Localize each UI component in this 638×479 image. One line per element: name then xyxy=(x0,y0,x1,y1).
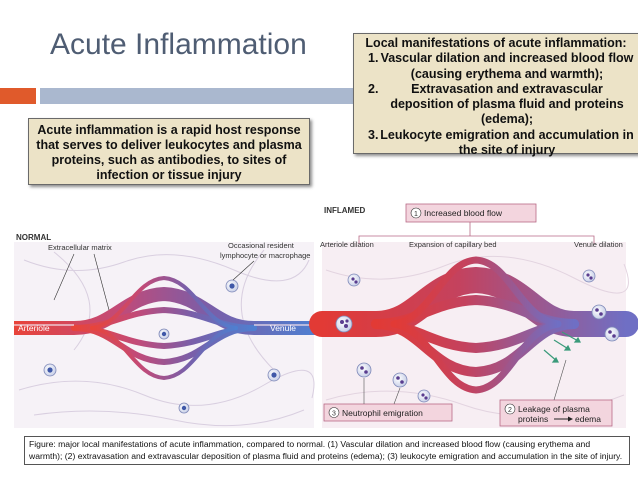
item-number: 3. xyxy=(368,127,379,142)
capillary-expansion-label: Expansion of capillary bed xyxy=(409,240,497,249)
arteriole-dilation-label: Arteriole dilation xyxy=(320,240,374,249)
accent-band xyxy=(0,88,36,104)
figure-caption: Figure: major local manifestations of ac… xyxy=(24,436,630,465)
callout-1-badge xyxy=(410,207,422,219)
callout-2-arrowhead xyxy=(568,416,573,422)
item-text: Vascular dilation and increased blood fl… xyxy=(380,51,634,81)
arteriole-label: Arteriole xyxy=(18,323,50,333)
callout-increased-blood-flow xyxy=(405,203,537,223)
callout-2-badge xyxy=(504,403,516,415)
matrix-leader-lines xyxy=(53,253,110,311)
normal-heading: NORMAL xyxy=(16,233,51,242)
callout-1-text: Increased blood flow xyxy=(424,208,503,218)
resident-cell-label-line1: Occasional resident xyxy=(228,241,295,250)
callout-2-text-edema: edema xyxy=(575,414,601,424)
item-number: 1. xyxy=(368,51,379,66)
extracellular-matrix-fibers xyxy=(18,249,315,427)
normal-capillary-bed xyxy=(14,275,321,381)
item-text: Leukocyte emigration and accumulation in… xyxy=(380,127,634,158)
callout-3-text: Neutrophil emigration xyxy=(342,408,423,418)
callout-3-number: 3 xyxy=(332,411,336,418)
manifestations-heading: Local manifestations of acute inflammati… xyxy=(365,36,627,50)
neutrophils xyxy=(335,269,620,403)
venule-label: Venule xyxy=(270,323,296,333)
slide-title: Acute Inflammation xyxy=(50,28,307,61)
manifestations-box: Local manifestations of acute inflammati… xyxy=(353,33,638,157)
inflammation-diagram: Arteriole Venule NORMAL Extracellular ma… xyxy=(14,203,638,428)
callout-1-connector xyxy=(358,222,595,244)
resident-leader-line xyxy=(232,260,255,281)
extracellular-matrix-label: Extracellular matrix xyxy=(48,243,112,252)
normal-panel: Arteriole Venule NORMAL Extracellular ma… xyxy=(14,233,321,428)
inflamed-panel: INFLAMED 1 Increased blood flow Arteriol… xyxy=(309,203,638,428)
callout-2-number: 2 xyxy=(508,407,512,414)
manifestation-item: 3. Leukocyte emigration and accumulation… xyxy=(358,128,634,159)
inflamed-heading: INFLAMED xyxy=(324,206,366,215)
item-text: Extravasation and extravascular depositi… xyxy=(390,81,624,127)
item-number: 2. xyxy=(368,81,379,96)
callout-2-text-proteins: proteins xyxy=(518,414,548,424)
callout-plasma-leakage xyxy=(499,399,613,427)
manifestation-item: 2. Extravasation and extravascular depos… xyxy=(358,82,634,128)
resident-cells xyxy=(43,279,281,414)
resident-cell-label-line2: lymphocyte or macrophage xyxy=(220,251,310,260)
manifestation-item: 1. Vascular dilation and increased blood… xyxy=(358,51,634,82)
plasma-leakage-arrows xyxy=(543,331,581,363)
callout-3-badge xyxy=(328,407,340,418)
definition-box: Acute inflammation is a rapid host respo… xyxy=(28,118,310,185)
inflamed-capillary-bed xyxy=(309,256,638,394)
callout-2-leader xyxy=(553,359,567,401)
callout-3-leaders xyxy=(363,378,401,405)
callout-neutrophil-emigration xyxy=(323,403,453,422)
venule-dilation-label: Venule dilation xyxy=(574,240,623,249)
callout-2-text-line1: Leakage of plasma xyxy=(518,404,590,414)
callout-1-number: 1 xyxy=(414,211,418,218)
definition-text: Acute inflammation is a rapid host respo… xyxy=(36,123,302,182)
